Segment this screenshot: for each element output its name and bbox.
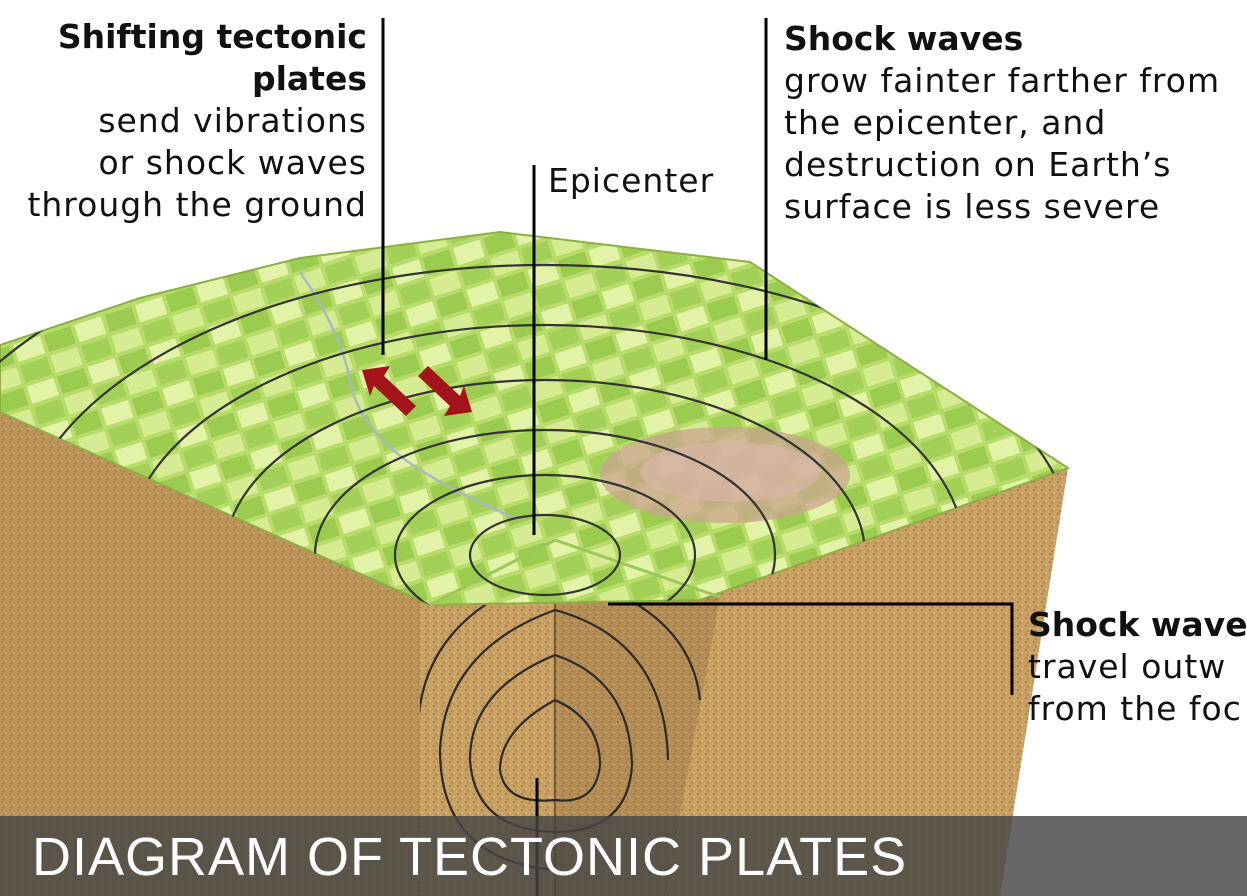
waves-surface-title: Shock waves <box>784 19 1024 58</box>
left-soil-face <box>0 412 430 896</box>
plates-body-line1: send vibrations <box>98 101 367 140</box>
waves-focus-leader-line <box>608 602 1014 695</box>
waves-focus-title: Shock wave <box>1028 605 1247 644</box>
front-edge <box>429 538 556 607</box>
fault-line <box>298 271 521 522</box>
front-edge-right <box>554 538 721 599</box>
ground-surface-edge <box>0 230 1071 607</box>
title-banner <box>0 816 1247 896</box>
right-soil-face <box>665 468 1068 896</box>
waves-surface-body-line1: grow fainter farther from <box>784 61 1221 100</box>
cut-side-shade <box>555 540 720 896</box>
cut-side-face <box>555 540 720 896</box>
left-soil-shade <box>0 412 430 896</box>
waves-surface-body-line3: destruction on Earth’s <box>784 145 1172 184</box>
waves-focus-body-line2: from the foc <box>1028 689 1242 728</box>
shifting-plates-label: Shifting tectonic plates send vibrations… <box>27 16 367 226</box>
plates-title-line1: Shifting tectonic <box>57 17 367 56</box>
epicenter-label: Epicenter <box>548 161 715 200</box>
waves-surface-body-line4: surface is less severe <box>784 187 1161 226</box>
plates-body-line2: or shock waves <box>98 143 367 182</box>
plate-motion-arrows-icon <box>362 366 472 416</box>
town-area-inner <box>640 442 820 502</box>
plates-body-line3: through the ground <box>27 185 367 224</box>
shock-waves-focus-label: Shock wave travel outw from the foc <box>1028 604 1247 730</box>
shock-waves-surface-label: Shock waves grow fainter farther from th… <box>784 18 1220 228</box>
banner-title: DIAGRAM OF TECTONIC PLATES <box>32 827 908 887</box>
cut-front-face <box>420 540 555 896</box>
waves-surface-body-line2: the epicenter, and <box>784 103 1107 142</box>
waves-focus-body-line1: travel outw <box>1028 647 1227 686</box>
plates-title-line2: plates <box>251 59 367 98</box>
